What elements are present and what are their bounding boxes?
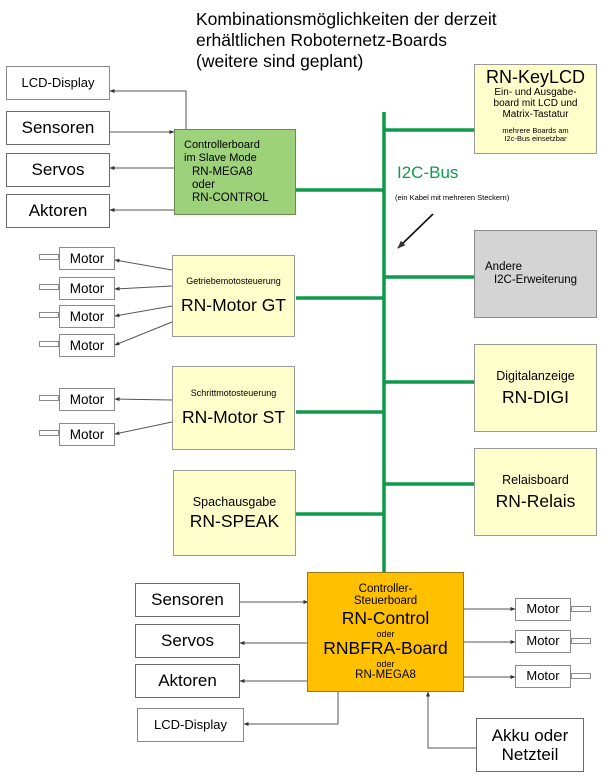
motor-label: Motor: [69, 308, 105, 324]
sensoren-box-bottom: Sensoren: [135, 583, 240, 617]
motor-label: Motor: [69, 337, 105, 353]
keylcd-desc-2: board mit LCD und: [493, 98, 578, 110]
andere-line-1: Andere: [485, 261, 523, 274]
motor-label: Motor: [69, 391, 105, 407]
sensoren-label-bottom: Sensoren: [151, 590, 224, 610]
lcd-display-label-bottom: LCD-Display: [154, 716, 227, 732]
peripheral-connectors: [109, 89, 516, 749]
motor-st-board: Schrittmotosteuerung RN-Motor ST: [172, 366, 295, 450]
keylcd-desc-3: Matrix-Tastatur: [502, 109, 569, 121]
keylcd-note-2: I2c-Bus einsetzbar: [504, 133, 567, 143]
motor-st-name: RN-Motor ST: [181, 407, 286, 428]
servos-label-top: Servos: [31, 160, 85, 180]
aktoren-box-top: Aktoren: [6, 194, 110, 228]
bus-label: I2C-Bus: [397, 163, 459, 182]
i2c-bus-lines: [296, 112, 474, 573]
motor-label: Motor: [526, 668, 560, 684]
motor-box-master-3: Motor: [515, 665, 571, 688]
power-supply-box: Akku oder Netzteil: [476, 718, 584, 772]
slave-line-4: oder: [192, 178, 216, 191]
motor-shaft-icon: [39, 430, 59, 436]
slave-controller-board: Controllerboard im Slave Mode RN-MEGA8 o…: [174, 129, 296, 215]
other-i2c-extension-board: Andere I2C-Erweiterung: [474, 230, 597, 318]
speak-name: RN-SPEAK: [189, 510, 280, 531]
relais-caption: Relaisboard: [502, 472, 569, 487]
speak-board: Spachausgabe RN-SPEAK: [173, 470, 296, 556]
motor-shaft-icon: [571, 606, 591, 612]
power-supply-line-1: Akku oder: [491, 725, 569, 745]
motor-shaft-icon: [571, 673, 591, 679]
lcd-display-box-top: LCD-Display: [6, 66, 110, 100]
slave-line-5: RN-CONTROL: [192, 191, 269, 204]
title-line-1: Kombinationsmöglichkeiten der derzeit: [196, 9, 497, 29]
servos-label-bottom: Servos: [161, 631, 214, 651]
aktoren-label-top: Aktoren: [28, 201, 88, 221]
slave-line-2: im Slave Mode: [184, 151, 257, 164]
master-oder-2: oder: [376, 658, 395, 669]
motor-box-st-2: Motor: [59, 423, 115, 446]
motor-box-master-1: Motor: [515, 598, 571, 621]
aktoren-label-bottom: Aktoren: [158, 671, 217, 691]
master-name-2: RNBFRA-Board: [323, 637, 448, 658]
title-line-2: erhältlichen Roboternetz-Boards: [196, 30, 447, 50]
master-line-1: Controller-: [358, 582, 413, 595]
motor-label: Motor: [69, 250, 105, 266]
keylcd-board: RN-KeyLCD Ein- und Ausgabe- board mit LC…: [474, 64, 597, 154]
relais-board: Relaisboard RN-Relais: [474, 448, 597, 536]
motor-gt-board: Getriebemotosteuerung RN-Motor GT: [172, 255, 295, 337]
motor-label: Motor: [526, 601, 560, 617]
sensoren-label-top: Sensoren: [21, 118, 95, 138]
motor-gt-caption: Getriebemotosteuerung: [186, 276, 281, 287]
slave-line-1: Controllerboard: [184, 139, 260, 152]
digi-board: Digitalanzeige RN-DIGI: [474, 344, 597, 432]
motor-label: Motor: [69, 280, 105, 296]
motor-shaft-icon: [571, 638, 591, 644]
motor-shaft-icon: [39, 284, 59, 290]
servos-box-top: Servos: [6, 153, 110, 187]
motor-shaft-icon: [39, 395, 59, 401]
relais-name: RN-Relais: [495, 490, 576, 511]
slave-line-3: RN-MEGA8: [192, 166, 253, 178]
speak-caption: Spachausgabe: [192, 494, 277, 509]
diagram-title: Kombinationsmöglichkeiten der derzeit er…: [196, 9, 497, 72]
motor-shaft-icon: [39, 341, 59, 347]
motor-gt-name: RN-Motor GT: [181, 295, 286, 316]
motor-box-st-1: Motor: [59, 388, 115, 411]
motor-box-gt-3: Motor: [59, 305, 115, 328]
motor-shaft-icon: [39, 312, 59, 318]
motor-label: Motor: [526, 633, 560, 649]
digi-caption: Digitalanzeige: [496, 368, 575, 383]
andere-line-2: I2C-Erweiterung: [493, 274, 578, 286]
power-supply-line-2: Netzteil: [501, 745, 559, 764]
motor-st-caption: Schrittmotosteuerung: [190, 388, 277, 399]
digi-name: RN-DIGI: [501, 386, 570, 407]
sensoren-box-top: Sensoren: [6, 111, 110, 145]
lcd-display-box-bottom: LCD-Display: [137, 708, 244, 742]
master-controller-board: Controller- Steuerboard RN-Control oder …: [307, 572, 464, 692]
master-name-3: RN-MEGA8: [355, 668, 416, 681]
keylcd-name: RN-KeyLCD: [485, 67, 586, 87]
keylcd-desc-1: Ein- und Ausgabe-: [494, 87, 577, 98]
motor-box-master-2: Motor: [515, 630, 571, 653]
aktoren-box-bottom: Aktoren: [135, 664, 240, 698]
bus-pointer-arrow: [397, 213, 434, 249]
servos-box-bottom: Servos: [135, 624, 240, 658]
lcd-display-label-top: LCD-Display: [21, 74, 95, 90]
title-line-3: (weitere sind geplant): [196, 51, 364, 71]
bus-sublabel: (ein Kabel mit mehreren Steckern): [395, 193, 510, 202]
motor-label: Motor: [69, 426, 105, 442]
motor-box-gt-1: Motor: [59, 247, 115, 270]
motor-box-gt-2: Motor: [59, 277, 115, 300]
motor-shaft-icon: [39, 254, 59, 260]
motor-box-gt-4: Motor: [59, 334, 115, 357]
keylcd-note-1: mehrere Boards am: [502, 125, 569, 135]
master-oder-1: oder: [376, 628, 395, 639]
master-name-1: RN-Control: [341, 608, 430, 629]
master-line-2: Steuerboard: [353, 595, 418, 608]
